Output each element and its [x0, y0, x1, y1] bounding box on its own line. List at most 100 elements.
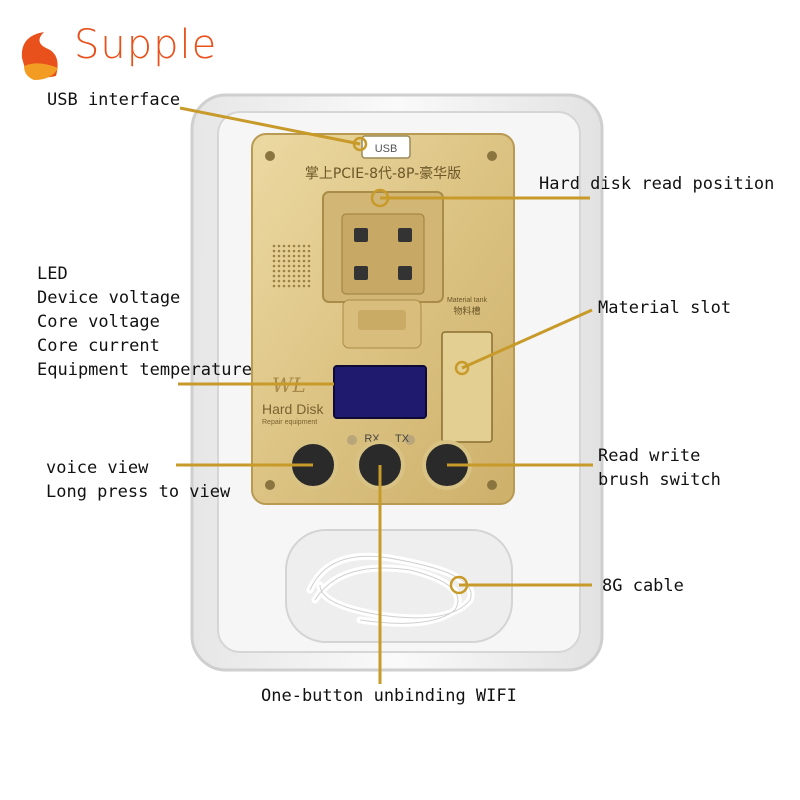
grid-dot: [307, 244, 311, 248]
grid-dot: [277, 264, 281, 268]
grid-dot: [302, 279, 306, 283]
grid-dot: [292, 269, 296, 273]
product-sub: Repair equipment: [262, 419, 317, 426]
grid-dot: [282, 284, 286, 288]
grid-dot: [272, 249, 276, 253]
grid-dot: [292, 284, 296, 288]
screw-icon: [487, 480, 497, 490]
callout-usb-interface: USB interface: [47, 90, 181, 110]
callout-voice-view: voice view: [46, 458, 149, 478]
grid-dot: [282, 254, 286, 258]
usb-port: [361, 135, 411, 159]
grid-dot: [282, 264, 286, 268]
supple-logo-icon: [21, 32, 58, 80]
grid-dot: [272, 269, 276, 273]
grid-dot: [307, 259, 311, 263]
callout-read-write-group: Read write brush switch: [598, 444, 721, 492]
model-text: 掌上PCIE-8代-8P-豪华版: [305, 166, 461, 182]
usb-port-label: USB: [375, 143, 398, 155]
grid-dot: [302, 254, 306, 258]
callout-material-slot: Material slot: [598, 298, 732, 318]
product-text: Hard Disk: [262, 401, 324, 417]
grid-dot: [287, 284, 291, 288]
grid-dot: [282, 249, 286, 253]
grid-dot: [292, 264, 296, 268]
grid-dot: [297, 244, 301, 248]
grid-dot: [302, 284, 306, 288]
grid-dot: [302, 249, 306, 253]
grid-dot: [297, 279, 301, 283]
grid-dot: [282, 279, 286, 283]
grid-dot: [287, 249, 291, 253]
grid-dot: [272, 284, 276, 288]
grid-dot: [307, 274, 311, 278]
grid-dot: [307, 249, 311, 253]
grid-dot: [277, 279, 281, 283]
material-tank-cn: 物料槽: [453, 305, 480, 317]
leader-end-markers: [352, 136, 470, 595]
grid-dot: [307, 284, 311, 288]
grid-dot: [307, 279, 311, 283]
grid-dot: [287, 244, 291, 248]
grid-dot: [272, 259, 276, 263]
tx-label: TX: [395, 433, 410, 445]
callout-voice-group: voice view Long press to view: [46, 456, 230, 504]
grid-dot: [302, 244, 306, 248]
oled-screen: [333, 365, 427, 419]
grid-dot: [272, 264, 276, 268]
grid-dot: [287, 254, 291, 258]
grid-dot: [292, 254, 296, 258]
callout-core-voltage: Core voltage: [37, 312, 160, 332]
grid-dot: [287, 269, 291, 273]
callout-brush-switch: brush switch: [598, 470, 721, 490]
callout-led-group: LED Device voltage Core voltage Core cur…: [37, 262, 252, 382]
grid-dot: [287, 259, 291, 263]
screw-icon: [265, 151, 275, 161]
callout-led: LED: [37, 264, 68, 284]
grid-dot: [277, 249, 281, 253]
callout-equipment-temperature: Equipment temperature: [37, 360, 252, 380]
grid-dot: [272, 274, 276, 278]
grid-dot: [302, 274, 306, 278]
grid-dot: [277, 284, 281, 288]
callout-device-voltage: Device voltage: [37, 288, 181, 308]
grid-dot: [297, 264, 301, 268]
dot-grid: [272, 244, 311, 288]
grid-dot: [282, 274, 286, 278]
grid-dot: [297, 254, 301, 258]
screw-icon: [265, 480, 275, 490]
socket-well: [341, 213, 425, 295]
grid-dot: [277, 254, 281, 258]
grid-dot: [307, 254, 311, 258]
grid-dot: [297, 259, 301, 263]
grid-dot: [297, 284, 301, 288]
grid-dot: [297, 249, 301, 253]
callout-unbinding-wifi: One-button unbinding WIFI: [261, 686, 517, 706]
screw-icon: [487, 151, 497, 161]
grid-dot: [292, 274, 296, 278]
grid-dot: [292, 259, 296, 263]
grid-dot: [282, 244, 286, 248]
grid-dot: [297, 269, 301, 273]
grid-dot: [277, 244, 281, 248]
grid-dot: [302, 269, 306, 273]
grid-dot: [287, 274, 291, 278]
material-tank: [441, 331, 493, 443]
grid-dot: [277, 259, 281, 263]
callout-read-write: Read write: [598, 446, 701, 466]
grid-dot: [302, 259, 306, 263]
grid-dot: [277, 274, 281, 278]
grid-dot: [292, 244, 296, 248]
grid-dot: [272, 279, 276, 283]
grid-dot: [272, 244, 276, 248]
grid-dot: [302, 264, 306, 268]
brand-name: Supple: [74, 22, 218, 68]
grid-dot: [277, 269, 281, 273]
leader-lines: [176, 106, 593, 684]
grid-dot: [287, 264, 291, 268]
grid-dot: [282, 269, 286, 273]
grid-dot: [307, 264, 311, 268]
grid-dot: [292, 279, 296, 283]
grid-dot: [292, 249, 296, 253]
